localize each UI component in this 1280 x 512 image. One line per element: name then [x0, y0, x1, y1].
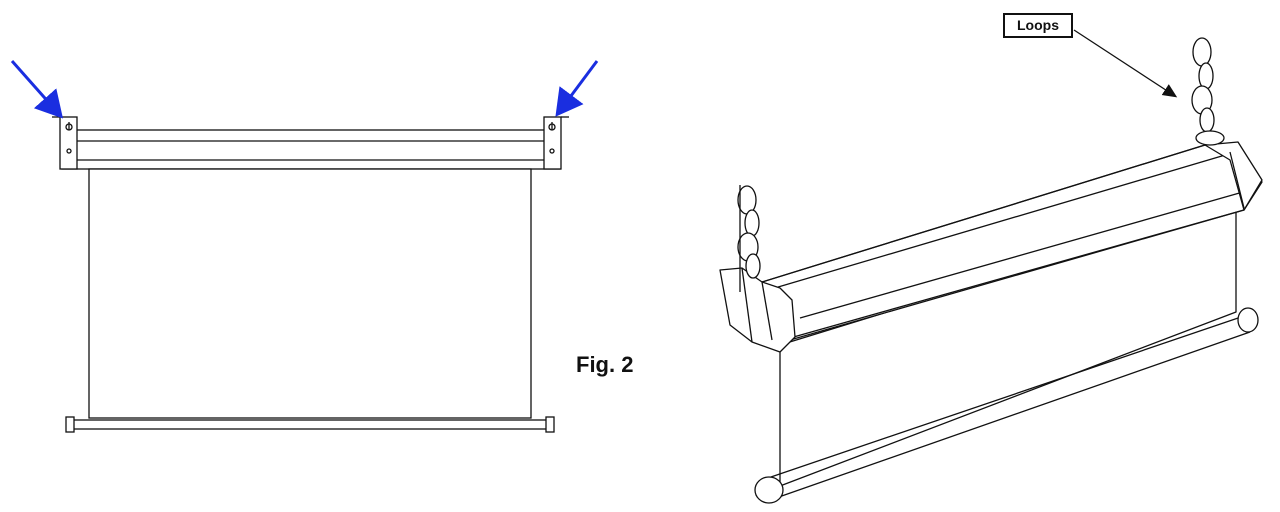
hanging-chain-left — [737, 185, 761, 292]
bottom-bar — [65, 416, 555, 433]
mounting-bracket-left — [52, 116, 78, 170]
arrow-right-indicator — [555, 60, 599, 117]
perspective-screen-case — [719, 141, 1263, 504]
arrow-left-indicator — [10, 60, 63, 119]
front-view-screen — [52, 116, 569, 433]
screen-fabric — [88, 168, 532, 419]
mounting-bracket-right — [543, 116, 569, 170]
perspective-bottom-bar — [754, 307, 1259, 504]
hanging-chain-right — [1191, 37, 1225, 146]
loops-leader-arrow — [1073, 29, 1178, 98]
loops-callout-label: Loops — [1017, 17, 1059, 33]
figure-label: Fig. 2 — [576, 352, 634, 377]
loops-callout: Loops — [1003, 13, 1073, 38]
